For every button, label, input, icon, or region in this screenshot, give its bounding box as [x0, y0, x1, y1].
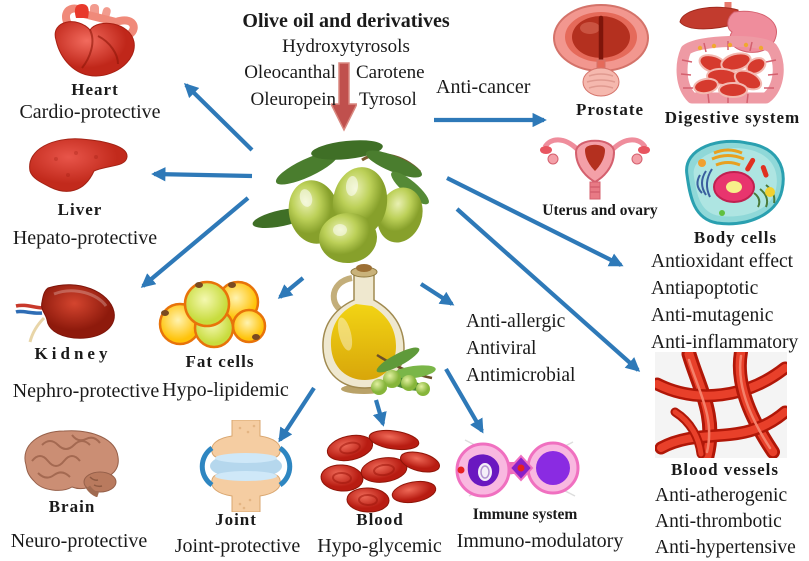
olive-oil-bottle-icon: [322, 264, 436, 396]
brain-icon: [24, 430, 119, 497]
effect-anti-thrombotic: Anti-thrombotic: [655, 511, 782, 532]
compound-oleocanthal: Oleocanthal: [244, 62, 336, 83]
red-down-arrow-icon: [331, 62, 357, 132]
body-cell-icon: [685, 139, 785, 226]
effect-antiapoptotic: Antiapoptotic: [651, 278, 759, 299]
body-cells-effect-list: Antioxidant effect Antiapoptotic Anti-mu…: [651, 248, 798, 356]
uterus-label: Uterus and ovary: [542, 202, 658, 219]
digestive-system-label: Digestive system: [664, 108, 801, 127]
effect-antimicrobial: Antimicrobial: [466, 365, 576, 386]
joint-effect: Joint-protective: [174, 535, 301, 557]
digestive-system-icon: [676, 2, 784, 104]
anti-cancer-text: Anti-cancer: [436, 76, 531, 98]
joint-icon: [199, 420, 293, 512]
compound-tyrosol: Tyrosol: [359, 89, 417, 110]
fat-cells-label: Fat cells: [185, 352, 255, 371]
heart-effect: Cardio-protective: [19, 101, 161, 123]
effect-anti-mutagenic: Anti-mutagenic: [651, 305, 774, 326]
kidney-icon: [15, 284, 115, 343]
blood-cells-icon: [320, 429, 441, 513]
blood-vessels-label: Blood vessels: [671, 460, 779, 479]
blood-vessels-icon: [655, 352, 787, 458]
diagram-title: Olive oil and derivatives: [242, 10, 450, 32]
fat-cells-icon: [158, 280, 267, 349]
center-effects-list: Anti-allergic Antiviral Antimicrobial: [466, 308, 575, 389]
effect-antioxidant: Antioxidant effect: [651, 251, 794, 272]
immune-system-label: Immune system: [472, 506, 578, 523]
kidney-label: Kidney: [34, 344, 112, 363]
prostate-label: Prostate: [575, 100, 645, 119]
uterus-icon: [540, 137, 650, 200]
blood-effect: Hypo-glycemic: [317, 535, 442, 557]
effect-anti-allergic: Anti-allergic: [466, 311, 566, 332]
kidney-effect: Nephro-protective: [12, 380, 160, 402]
fat-cells-effect: Hypo-lipidemic: [162, 379, 289, 401]
heart-icon: [54, 4, 138, 77]
blood-label: Blood: [356, 510, 404, 529]
effect-anti-hypertensive: Anti-hypertensive: [655, 537, 796, 558]
heart-label: Heart: [71, 80, 119, 99]
liver-label: Liver: [57, 200, 103, 219]
joint-label: Joint: [215, 510, 257, 529]
compound-hydroxytyrosols: Hydroxytyrosols: [282, 36, 410, 57]
immune-system-effect: Immuno-modulatory: [456, 530, 624, 552]
effect-antiviral: Antiviral: [466, 338, 537, 359]
liver-effect: Hepato-protective: [12, 227, 158, 249]
compound-oleuropein: Oleuropein: [250, 89, 336, 110]
body-cells-label: Body cells: [693, 228, 778, 247]
arrow-to-blood: [372, 399, 387, 427]
immune-system-icon: [455, 439, 580, 498]
liver-icon: [29, 138, 128, 192]
olives-icon: [252, 140, 429, 264]
compound-carotene: Carotene: [356, 62, 425, 83]
brain-label: Brain: [48, 497, 96, 516]
blood-vessels-effect-list: Anti-atherogenic Anti-thrombotic Anti-hy…: [655, 483, 796, 561]
prostate-icon: [553, 4, 649, 97]
brain-effect: Neuro-protective: [10, 530, 148, 552]
effect-anti-inflammatory: Anti-inflammatory: [651, 332, 799, 353]
arrow-to-liver: [151, 167, 253, 182]
effect-anti-atherogenic: Anti-atherogenic: [655, 485, 788, 506]
